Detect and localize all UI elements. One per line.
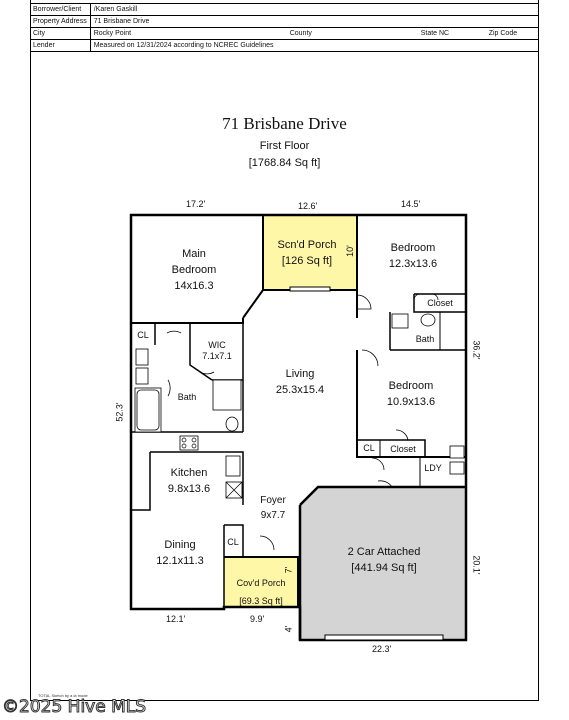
kitchen-sink xyxy=(225,455,241,477)
bathtub-basin xyxy=(136,389,160,431)
room-foyer: Foyer 9x7.7 xyxy=(260,493,286,523)
room-bath-1: Bath xyxy=(415,334,435,344)
covd-porch-fill xyxy=(224,557,298,607)
room-wic: WIC 7.1x7.1 xyxy=(202,340,232,362)
room-ldy: LDY xyxy=(424,463,442,473)
garage-door xyxy=(324,634,444,641)
header-label: Lender xyxy=(30,39,91,52)
door-swings xyxy=(166,293,463,551)
room-size: 25.3x15.4 xyxy=(275,384,325,396)
header-row: City Rocky Point County State NC Zip Cod… xyxy=(30,27,538,40)
room-name: WIC xyxy=(208,340,226,350)
dimension-bottom-small: 4' xyxy=(283,625,294,633)
room-dining: Dining 12.1x11.3 xyxy=(156,537,204,569)
room-size: [126 Sq ft] xyxy=(281,255,333,267)
room-name: Foyer xyxy=(260,495,286,506)
room-name: 2 Car Attached xyxy=(347,546,421,558)
sketch-note: TOTAL Sketch by a la mode xyxy=(38,693,88,698)
room-closet-1: Closet xyxy=(427,298,453,308)
room-name: Cov'd Porch xyxy=(236,578,286,588)
dryer xyxy=(449,461,465,475)
room-name: Main xyxy=(182,248,206,260)
dimension-porch-right: 10' xyxy=(344,245,355,257)
room-name: Kitchen xyxy=(170,467,208,479)
fixtures xyxy=(134,313,465,499)
room-size: 7.1x7.1 xyxy=(202,351,232,361)
room-name: Living xyxy=(285,368,315,380)
room-kitchen: Kitchen 9.8x13.6 xyxy=(168,465,210,497)
porch-slider xyxy=(289,286,331,292)
room-name: Bedroom xyxy=(388,380,434,392)
dimension-bottom-left: 12.1' xyxy=(166,614,186,624)
room-size: 9x7.7 xyxy=(260,510,286,521)
room-size: 12.1x11.3 xyxy=(156,555,204,567)
plan-title: 71 Brisbane Drive xyxy=(222,114,347,133)
room-scnd-porch: Scn'd Porch [126 Sq ft] xyxy=(278,237,337,269)
toilet xyxy=(420,313,436,327)
room-size: 14x16.3 xyxy=(174,280,214,292)
room-living: Living 25.3x15.4 xyxy=(276,366,324,398)
dimension-covd-porch-side: 7' xyxy=(283,566,294,574)
room-cl-2: CL xyxy=(363,443,375,453)
dimension-bottom-mid: 9.9' xyxy=(250,614,265,624)
room-covd-porch: Cov'd Porch [69.3 Sq ft] xyxy=(237,574,286,610)
room-bath-2: Bath xyxy=(177,392,197,402)
dimension-top-mid: 12.6' xyxy=(298,201,318,211)
dimension-bottom-right: 22.3' xyxy=(372,644,392,654)
dimension-top-left: 17.2' xyxy=(186,199,206,209)
room-name: Dining xyxy=(164,539,196,551)
scnd-porch-fill xyxy=(263,215,357,290)
sink xyxy=(135,348,149,366)
garage-fill xyxy=(300,487,466,640)
dimension-right-upper: 36.2' xyxy=(471,340,482,360)
room-bedroom-1: Bedroom 12.3x13.6 xyxy=(389,240,437,272)
document-sheet xyxy=(30,0,539,701)
header-info-table: Borrower/Client /Karen Gaskill Property … xyxy=(30,3,538,52)
room-size: [69.3 Sq ft] xyxy=(239,596,283,606)
dimension-right-lower: 20.1' xyxy=(471,555,482,575)
room-closet-2: Closet xyxy=(390,444,416,454)
sink xyxy=(391,313,409,329)
room-name: Bedroom xyxy=(171,264,217,276)
dimension-top-right: 14.5' xyxy=(401,199,421,209)
room-bedroom-2: Bedroom 10.9x13.6 xyxy=(387,378,435,410)
room-size: 9.8x13.6 xyxy=(167,483,211,495)
header-value: Measured on 12/31/2024 according to NCRE… xyxy=(90,39,538,52)
vanity xyxy=(212,379,242,411)
room-name: Scn'd Porch xyxy=(277,239,337,251)
range xyxy=(179,435,199,451)
header-row: Lender Measured on 12/31/2024 according … xyxy=(30,39,538,52)
room-garage: 2 Car Attached [441.94 Sq ft] xyxy=(348,544,421,576)
room-size: 12.3x13.6 xyxy=(388,258,438,270)
room-size: 10.9x13.6 xyxy=(386,396,436,408)
room-name: Bedroom xyxy=(390,242,436,254)
dimension-left: 52.3' xyxy=(114,402,125,422)
mls-watermark: ©2025 Hive MLS xyxy=(1,697,147,718)
room-main-bedroom: Main Bedroom 14x16.3 xyxy=(172,246,217,294)
washer xyxy=(449,445,465,459)
plan-area: [1768.84 Sq ft] xyxy=(248,157,321,169)
sink xyxy=(135,367,149,385)
toilet xyxy=(225,416,239,432)
room-size: [441.94 Sq ft] xyxy=(351,562,417,574)
room-cl-1: CL xyxy=(137,330,149,340)
room-cl-3: CL xyxy=(227,537,239,547)
plan-floor: First Floor xyxy=(259,140,310,152)
fixture-marks xyxy=(181,437,243,499)
